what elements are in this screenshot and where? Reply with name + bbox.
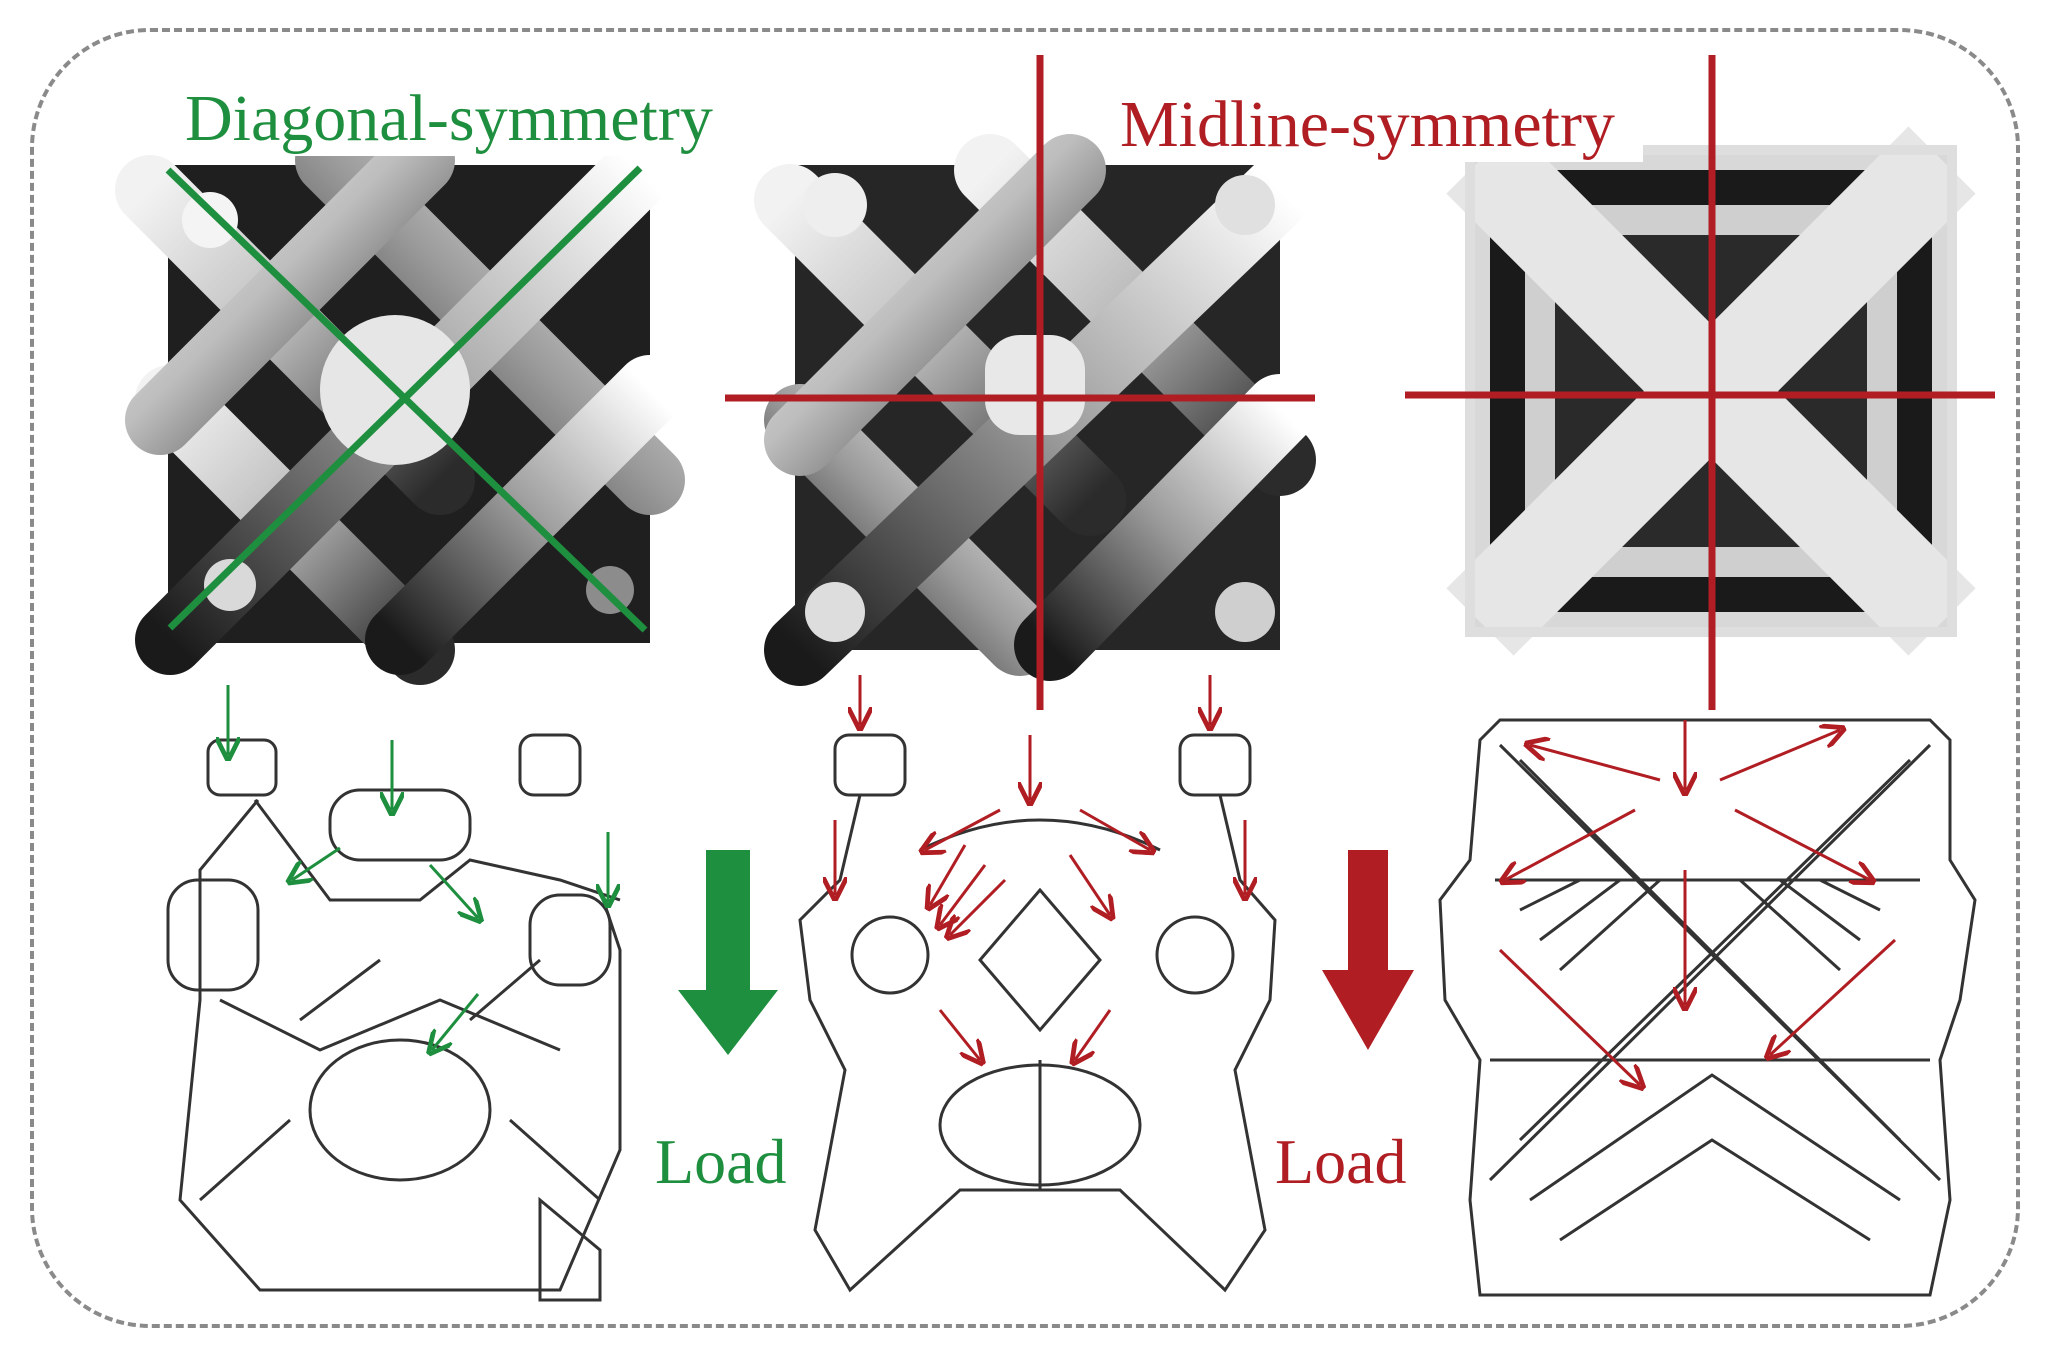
midline-load-big-arrow — [1322, 850, 1414, 1050]
diagonal-load-path-sketch — [166, 733, 622, 1302]
midline-load-path-sketch-a — [798, 733, 1277, 1293]
midline-symmetry-lines — [725, 55, 1995, 710]
diagonal-symmetry-title: Diagonal-symmetry — [175, 82, 723, 156]
load-label-left: Load — [655, 1126, 787, 1197]
midline-load-arrows-a — [835, 675, 1245, 1060]
midline-lattice-render-a — [754, 134, 1316, 686]
load-label-right: Load — [1275, 1126, 1407, 1197]
midline-load-path-sketch-b — [1438, 718, 1977, 1297]
dashed-border-frame — [30, 28, 2020, 1328]
midline-symmetry-title: Midline-symmetry — [1110, 88, 1643, 162]
midline-load-arrows-b — [1500, 720, 1897, 1085]
diagonal-symmetry-line-2 — [167, 165, 643, 631]
diagonal-load-arrows — [228, 685, 608, 1050]
diagonal-load-big-arrow — [678, 850, 778, 1055]
